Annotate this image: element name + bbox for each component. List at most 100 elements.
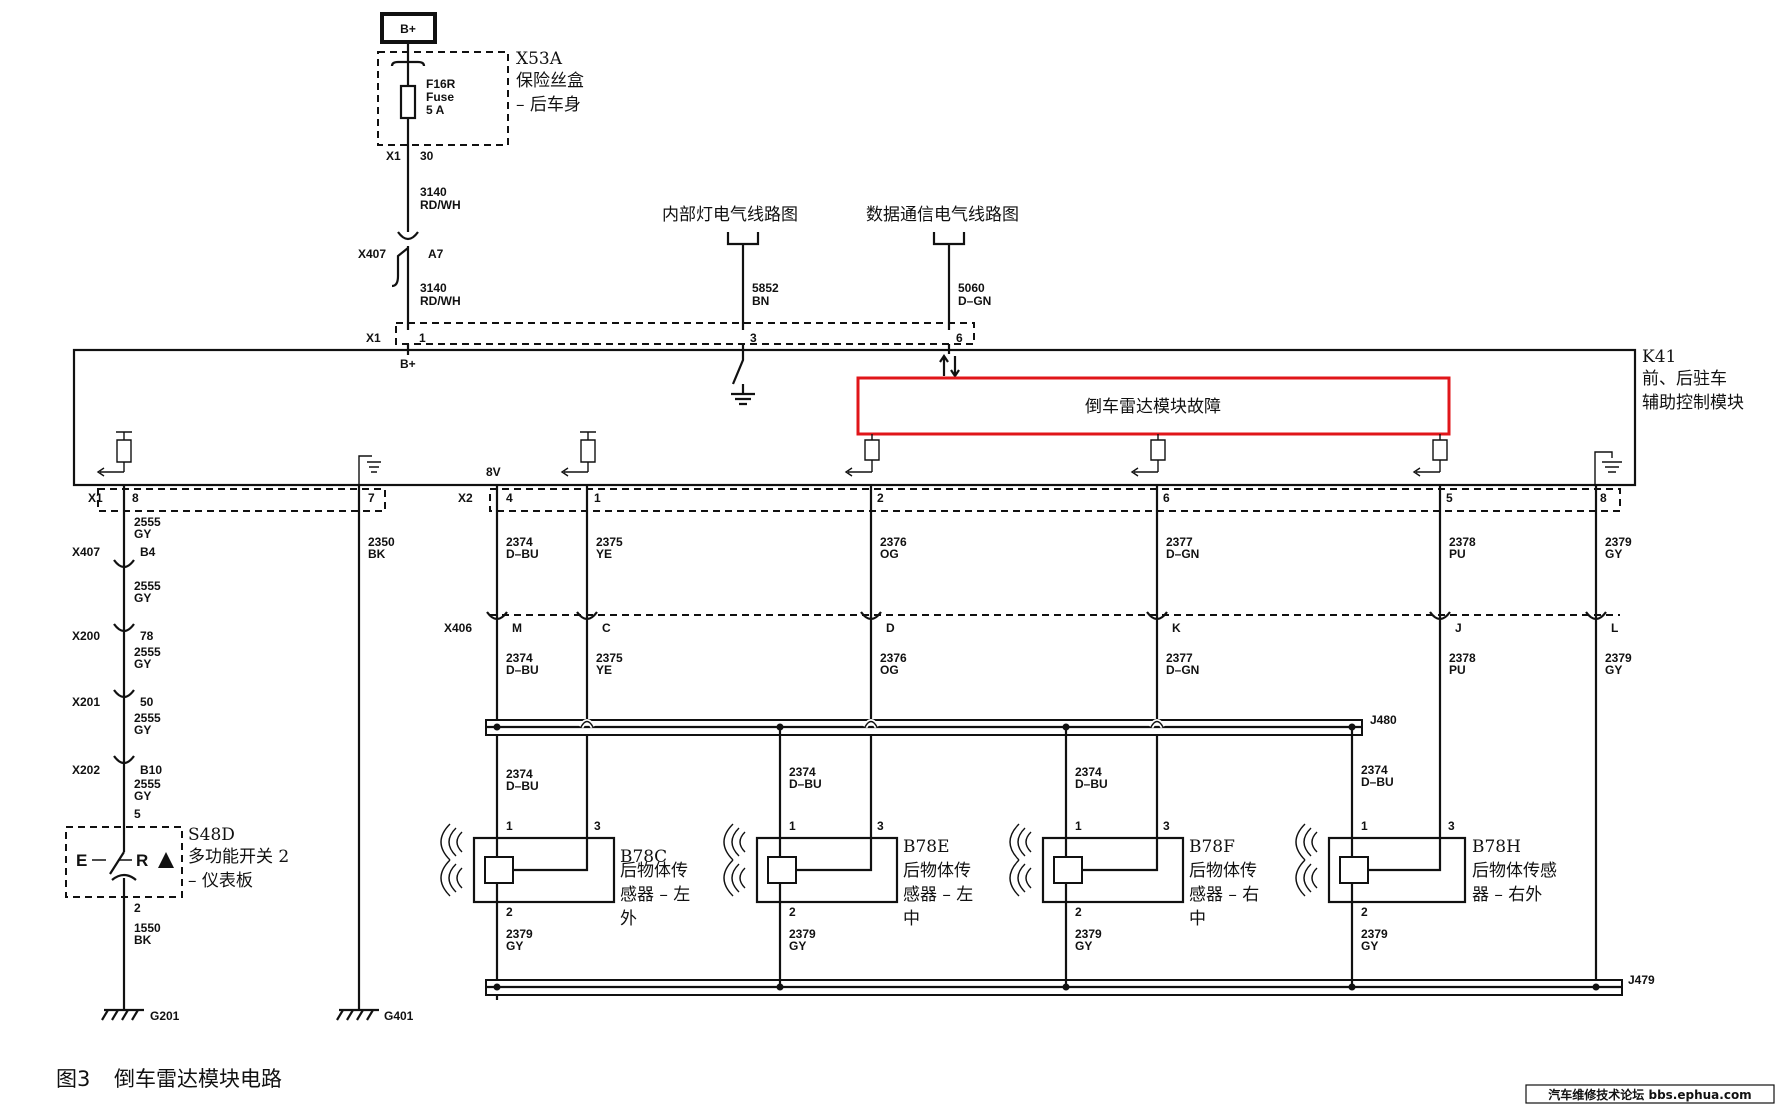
s2-feed-color: D–BU — [1075, 777, 1108, 791]
module-right-pin-5: 5 — [1446, 491, 1453, 505]
switch-s48d: 5 E R S48D 多功能开关 2 – 仪表板 2 — [65, 807, 289, 915]
switch-id: S48D — [188, 825, 235, 845]
module-right-pin-2: 2 — [877, 491, 884, 505]
inline-x200-78-icon — [113, 623, 135, 633]
x407-top-conn: X407 — [358, 247, 386, 261]
s1-gnd-circuit: 2379 — [789, 927, 816, 941]
s1-name-l1: 后物体传 — [903, 861, 971, 881]
fault-text: 倒车雷达模块故障 — [1085, 397, 1221, 417]
ch2-color-b: OG — [880, 663, 899, 677]
switch-glyph-e: E — [76, 851, 87, 870]
ch0-color-b: D–BU — [506, 663, 539, 677]
ch4-circuit-a: 2378 — [1449, 535, 1476, 549]
module-internal-ground-a-icon — [358, 455, 381, 485]
ch3-pin: K — [1172, 621, 1181, 635]
ch0-pin: M — [512, 621, 522, 635]
module-right-pin-6: 6 — [1163, 491, 1170, 505]
power-label: B+ — [400, 22, 416, 36]
module-right-conn: X2 — [458, 491, 473, 505]
s2-pin2: 2 — [1075, 905, 1082, 919]
x406-conn: X406 — [444, 621, 472, 635]
module-output-symbols — [96, 431, 1622, 485]
ch2-circuit-a: 2376 — [880, 535, 907, 549]
chain-seg2-color: GY — [134, 657, 151, 671]
module-top-pin-3: 3 — [750, 331, 757, 345]
module-left-pin-8: 8 — [132, 491, 139, 505]
s1-gnd-color: GY — [789, 939, 806, 953]
channel-m: 2374 D–BU M 2374 D–BU — [486, 485, 539, 1000]
chain-seg2-circuit: 2555 — [134, 645, 161, 659]
chain-seg1-circuit: 2555 — [134, 579, 161, 593]
module-name-l1: 前、后驻车 — [1642, 369, 1727, 389]
ch4-color-a: PU — [1449, 547, 1466, 561]
ch1-pin: C — [602, 621, 611, 635]
s0-pin3: 3 — [594, 819, 601, 833]
chain-seg3-color: GY — [134, 723, 151, 737]
left-chain-wire: 2555 GY X407 B4 2555 GY X200 78 2555 GY … — [72, 485, 162, 835]
module-internal-ground-b-icon — [1594, 451, 1622, 485]
ch5-pin: L — [1611, 621, 1618, 635]
s1-id: B78E — [903, 837, 950, 857]
ch0-color-a: D–BU — [506, 547, 539, 561]
x407-top-pin: A7 — [428, 247, 444, 261]
figure-caption: 图3 倒车雷达模块电路 — [56, 1067, 282, 1091]
ch3-circuit-a: 2377 — [1166, 535, 1193, 549]
splice-top-label: J480 — [1370, 713, 1397, 727]
s1-name-l3: 中 — [903, 909, 920, 929]
s2-name-l2: 感器 – 右 — [1189, 885, 1259, 905]
wire-3140-circuit-a: 3140 — [420, 185, 447, 199]
ch3-circuit-b: 2377 — [1166, 651, 1193, 665]
chain-seg1-color: GY — [134, 591, 151, 605]
channel-d: 2376 OG D 2376 OG — [860, 485, 907, 838]
ground-g201-label: G201 — [150, 1009, 180, 1023]
switch-pin-bot: 2 — [134, 901, 141, 915]
chain-seg4-color: GY — [134, 789, 151, 803]
data-comm-arrows-icon — [939, 344, 960, 378]
ground-g401: 2350 BK G401 — [336, 485, 414, 1023]
switch-pin-top: 5 — [134, 807, 141, 821]
chain-inline0-conn: X407 — [72, 545, 100, 559]
channel-j: 2378 PU J 2378 PU — [1429, 485, 1476, 838]
ch1-circuit-a: 2375 — [596, 535, 623, 549]
s0-id: B78C — [620, 847, 667, 867]
s3-feed-circuit: 2374 — [1361, 763, 1388, 777]
sensor-b78f-wave-icon — [1009, 823, 1032, 897]
module-right-pin-4: 4 — [506, 491, 513, 505]
s2-gnd-circuit: 2379 — [1075, 927, 1102, 941]
module-id: K41 — [1642, 347, 1676, 367]
s3-id: B78H — [1472, 837, 1521, 857]
sensor-b78e: 2374 D–BU 1 3 B78E 后物体传 感器 – 左 中 2 2379 … — [723, 765, 973, 953]
ch1-color-b: YE — [596, 663, 612, 677]
module-k41: X1 1 3 6 B+ 倒车雷达模块故障 K41 前、后驻车 辅助控制模块 X1… — [72, 322, 1744, 512]
ref-interior-light-label: 内部灯电气线路图 — [662, 205, 798, 225]
module-top-pin-6: 6 — [956, 331, 963, 345]
wire-2350-circuit: 2350 — [368, 535, 395, 549]
switch-name-l1: 多功能开关 2 — [188, 847, 289, 867]
wire-power-feed: 3140 RD/WH X407 A7 3140 RD/WH — [358, 145, 461, 330]
channel-l: 2379 GY L 2379 GY — [1585, 485, 1632, 988]
s0-feed-color: D–BU — [506, 779, 539, 793]
channel-k: 2377 D–GN K 2377 D–GN — [1146, 485, 1199, 838]
ch3-color-a: D–GN — [1166, 547, 1199, 561]
wire-1550-circuit: 1550 — [134, 921, 161, 935]
ch4-circuit-b: 2378 — [1449, 651, 1476, 665]
wire-5852-color: BN — [752, 294, 769, 308]
module-right-pin-1: 1 — [594, 491, 601, 505]
inline-connector-x407-a7-icon — [397, 231, 419, 241]
ref-data-comm: 数据通信电气线路图 5060 D–GN — [866, 205, 1019, 330]
inline-x202-b10-icon — [113, 755, 135, 765]
s2-id: B78F — [1189, 837, 1235, 857]
ref-data-comm-label: 数据通信电气线路图 — [866, 205, 1019, 225]
s3-feed-color: D–BU — [1361, 775, 1394, 789]
fusebox-id: X53A — [516, 49, 563, 69]
sensor-b78c-wave-icon — [440, 823, 463, 897]
inline-x407-b4-icon — [113, 559, 135, 569]
s0-feed-circuit: 2374 — [506, 767, 533, 781]
switch-reverse-triangle-icon — [158, 852, 174, 868]
module-right-pin-8: 8 — [1600, 491, 1607, 505]
chain-seg0-circuit: 2555 — [134, 515, 161, 529]
module-left-pin-7: 7 — [368, 491, 375, 505]
ch3-color-b: D–GN — [1166, 663, 1199, 677]
chain-inline2-conn: X201 — [72, 695, 100, 709]
chain-inline1-conn: X200 — [72, 629, 100, 643]
